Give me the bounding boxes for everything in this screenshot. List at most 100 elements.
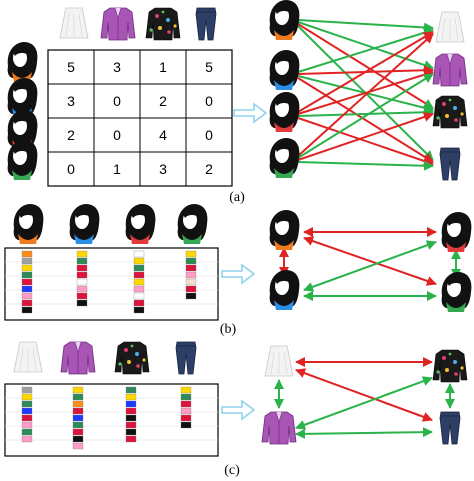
graph-jeans-icon <box>439 147 461 181</box>
edge-u1-skirt <box>297 19 434 33</box>
feature-c-col3-bar7 <box>125 428 137 436</box>
graph-user-orange-icon <box>269 210 300 250</box>
edge-u3-fjacket <box>297 107 434 118</box>
jeans-icon <box>195 7 217 41</box>
user-orange-icon <box>7 42 38 82</box>
floral-jacket-icon <box>145 7 181 41</box>
feature-table-b <box>4 247 219 321</box>
feature-c-col4-bar4 <box>180 407 192 415</box>
edge-u1-fjacket <box>297 23 434 109</box>
edge-item-diag-1 <box>295 368 433 422</box>
feature-c-col2-bar9 <box>72 442 84 450</box>
graph-white-skirt-icon <box>435 11 465 43</box>
matrix-cell-r4-c3: 3 <box>159 161 167 177</box>
transform-arrow-c <box>221 400 255 420</box>
edge-item-bottom <box>295 427 433 439</box>
edge-u3-jeans <box>297 117 434 166</box>
panel-c: (c) <box>4 341 468 478</box>
graph-user-green-icon <box>269 138 300 178</box>
graph-user-green-icon <box>441 272 472 312</box>
graph-user-blue-icon <box>269 50 300 90</box>
feature-b-col1-bar3 <box>21 264 33 272</box>
feature-c-col1-bar3 <box>21 400 33 408</box>
feature-c-col4-bar2 <box>180 393 192 401</box>
feature-c-col3-bar2 <box>125 393 137 401</box>
matrix-cell-r2-c3: 2 <box>159 93 167 109</box>
edge-u4-jeans <box>297 160 434 171</box>
feature-b-col4-bar2 <box>185 257 197 265</box>
feature-b-col3-bar6 <box>133 285 145 293</box>
feature-c-col3-bar4 <box>125 407 137 415</box>
edge-user-diag-2 <box>303 240 437 292</box>
matrix-cell-r3-c3: 4 <box>159 127 167 143</box>
feature-b-col3-bar4 <box>133 271 145 279</box>
matrix-cell-r1-c2: 3 <box>113 59 121 75</box>
edge-u3-pjacket <box>297 69 434 115</box>
graph-jeans-icon <box>439 411 461 445</box>
feature-b-col3-bar1 <box>133 250 145 258</box>
floral-jacket-icon <box>114 341 150 375</box>
matrix-cell-r3-c1: 2 <box>67 127 75 143</box>
edge-u4-fjacket <box>297 112 434 161</box>
feature-c-col1-bar2 <box>21 393 33 401</box>
feature-b-col4-bar5 <box>185 278 197 286</box>
feature-b-col3-bar5 <box>133 278 145 286</box>
feature-b-col3-bar7 <box>133 292 145 300</box>
bipartite-graph <box>269 0 468 181</box>
matrix-cell-r1-c1: 5 <box>67 59 75 75</box>
user-red-icon <box>125 204 156 244</box>
edge-u2-jeans <box>297 77 434 163</box>
feature-b-col2-bar5 <box>76 278 88 286</box>
edge-u4-pjacket <box>297 73 434 159</box>
edge-user-diag-1 <box>303 236 437 286</box>
matrix-cell-r4-c1: 0 <box>67 161 75 177</box>
matrix-cell-r4-c2: 1 <box>113 161 121 177</box>
feature-b-col2-bar8 <box>76 299 88 307</box>
graph-floral-jacket-icon <box>432 95 468 129</box>
purple-jacket-icon <box>60 341 96 375</box>
graph-purple-jacket-icon <box>261 411 297 445</box>
feature-b-col3-bar3 <box>133 264 145 272</box>
feature-c-col4-bar6 <box>180 421 192 429</box>
feature-c-col3-bar6 <box>125 421 137 429</box>
matrix-cell-r2-c4: 0 <box>205 93 213 109</box>
feature-table-c <box>4 383 219 457</box>
graph-purple-jacket-icon <box>432 53 468 87</box>
white-skirt-icon <box>59 7 89 39</box>
user-similarity-graph <box>269 210 472 312</box>
feature-b-col1-bar2 <box>21 257 33 265</box>
feature-c-col3-bar8 <box>125 435 137 443</box>
matrix-cell-r1-c4: 5 <box>205 59 213 75</box>
feature-c-col1-bar4 <box>21 407 33 415</box>
edge-item-diag-2 <box>295 376 433 430</box>
feature-c-col3-bar3 <box>125 400 137 408</box>
edge-u1-pjacket <box>297 21 434 70</box>
transform-arrow-a <box>233 103 267 123</box>
feature-c-col1-bar1 <box>21 386 33 394</box>
feature-b-col2-bar3 <box>76 264 88 272</box>
feature-c-col4-bar5 <box>180 414 192 422</box>
feature-b-col2-bar6 <box>76 285 88 293</box>
feature-b-col4-bar4 <box>185 271 197 279</box>
caption-c: (c) <box>224 463 240 478</box>
matrix-cell-r2-c2: 0 <box>113 93 121 109</box>
matrix-cell-r3-c2: 0 <box>113 127 121 143</box>
feature-c-col3-bar1 <box>125 386 137 394</box>
graph-floral-jacket-icon <box>432 349 468 383</box>
graph-user-orange-icon <box>269 0 300 40</box>
feature-b-col2-bar7 <box>76 292 88 300</box>
graph-white-skirt-icon <box>264 345 294 377</box>
feature-b-col4-bar7 <box>185 292 197 300</box>
feature-c-col4-bar1 <box>180 386 192 394</box>
matrix-cell-r1-c3: 1 <box>159 59 167 75</box>
feature-c-col1-bar5 <box>21 414 33 422</box>
graph-user-red-icon <box>269 92 300 132</box>
feature-b-col1-bar8 <box>21 299 33 307</box>
edge-u2-skirt <box>297 27 434 73</box>
matrix-cell-r4-c4: 2 <box>205 161 213 177</box>
feature-c-col2-bar5 <box>72 414 84 422</box>
feature-c-col1-bar7 <box>21 428 33 436</box>
feature-c-col2-bar1 <box>72 386 84 394</box>
